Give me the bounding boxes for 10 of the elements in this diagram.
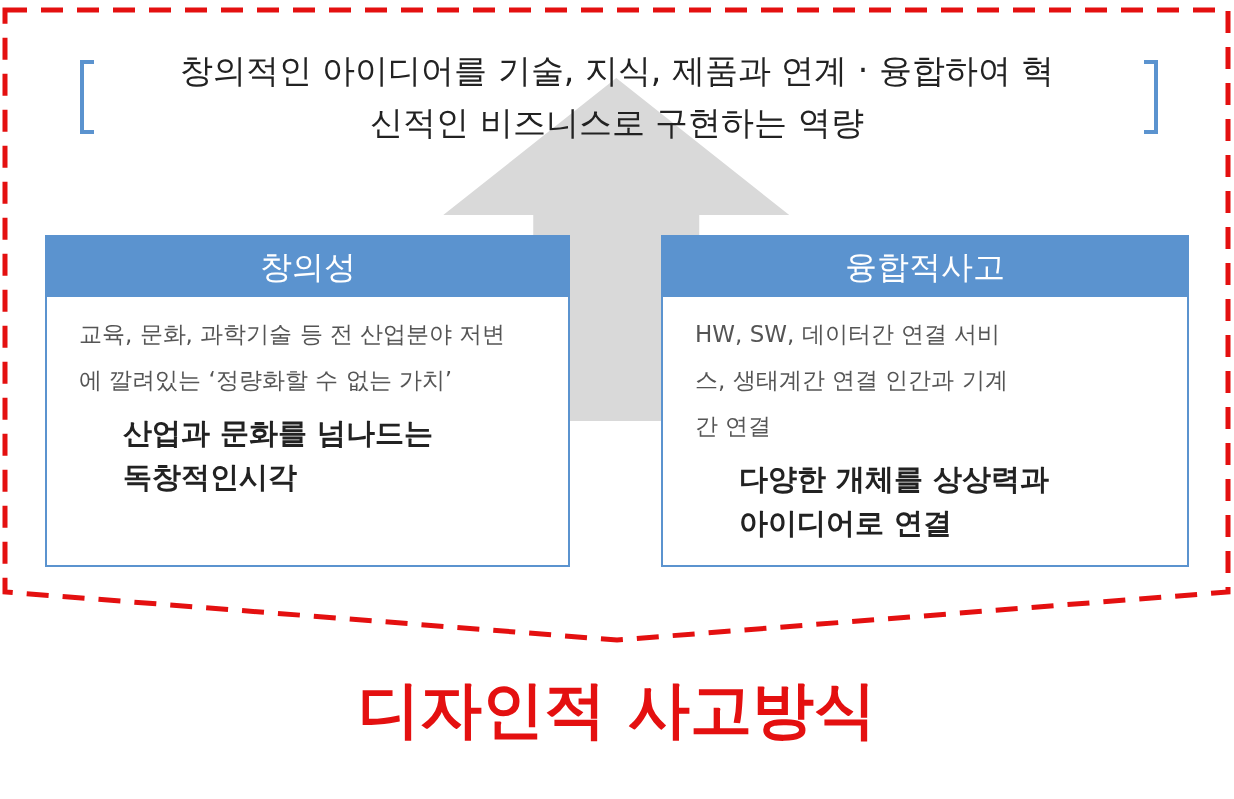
card-header: 융합적사고 <box>663 237 1187 297</box>
highlight-text: 산업과 문화를 넘나드는 독창적인시각 <box>123 415 435 496</box>
info-card <box>661 235 1189 567</box>
body-text: 교육, 문화, 과학기술 등 전 산업분야 저변에 깔려있는 ‘정량화할 수 없는 가치’ <box>79 320 507 395</box>
highlight-text: 다양한 개체를 상상력과 아이디어로 연결 <box>739 461 1051 542</box>
statement-text: 창의적인 아이디어를 기술, 지식, 제품과 연계 · 융합하여 혁신적인 비즈니스로 구현하는 역량 <box>178 50 1056 144</box>
card-header: 창의성 <box>47 237 568 297</box>
caption-text: 디자인적 사고방식 <box>357 672 877 748</box>
body-text: HW, SW, 데이터간 연결 서비스, 생태계간 연결 인간과 기계간 연결 <box>695 320 1009 441</box>
info-card <box>45 235 570 567</box>
